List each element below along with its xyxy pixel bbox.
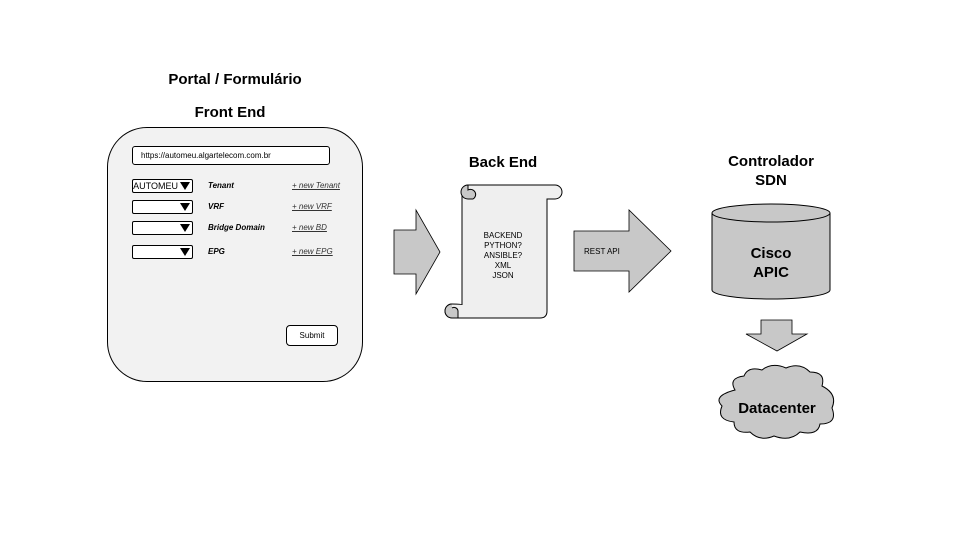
dropdown-arrow-icon bbox=[180, 224, 190, 232]
dropdown-arrow-icon bbox=[180, 203, 190, 211]
vrf-label: VRF bbox=[208, 202, 224, 211]
arrow-apic-to-datacenter bbox=[745, 319, 809, 352]
portal-title: Portal / Formulário bbox=[168, 71, 302, 88]
apic-label-line2: APIC bbox=[753, 264, 789, 281]
url-field[interactable]: https://automeu.algartelecom.com.br bbox=[132, 146, 330, 165]
backend-text: BACKEND PYTHON? ANSIBLE? XML JSON bbox=[470, 231, 536, 281]
controller-title-line2: SDN bbox=[755, 172, 787, 189]
backend-line: BACKEND bbox=[483, 231, 523, 240]
bridge-domain-select[interactable] bbox=[132, 221, 193, 235]
back-end-title: Back End bbox=[468, 154, 538, 171]
datacenter-label: Datacenter bbox=[738, 400, 816, 417]
apic-label: Cisco APIC bbox=[712, 244, 830, 282]
backend-scroll-icon bbox=[444, 184, 563, 319]
backend-line: JSON bbox=[492, 271, 514, 280]
new-tenant-link[interactable]: + new Tenant bbox=[292, 181, 340, 190]
new-bd-link[interactable]: + new BD bbox=[292, 223, 327, 232]
epg-select[interactable] bbox=[132, 245, 193, 259]
new-vrf-link[interactable]: + new VRF bbox=[292, 202, 332, 211]
datacenter-cloud-icon bbox=[718, 364, 835, 439]
controller-title-line1: Controlador bbox=[728, 153, 814, 170]
front-end-title: Front End bbox=[194, 104, 266, 121]
rest-api-arrow bbox=[573, 209, 672, 293]
arrow-frontend-to-backend bbox=[393, 208, 441, 296]
apic-label-line1: Cisco bbox=[750, 245, 792, 262]
dropdown-arrow-icon bbox=[180, 182, 190, 190]
backend-line: ANSIBLE? bbox=[483, 251, 523, 260]
epg-label: EPG bbox=[208, 247, 225, 256]
controller-title: Controlador SDN bbox=[706, 152, 836, 190]
tenant-label: Tenant bbox=[208, 181, 234, 190]
backend-line: XML bbox=[494, 261, 512, 270]
rest-api-label: REST API bbox=[584, 247, 620, 256]
apic-database-icon bbox=[711, 203, 831, 300]
new-epg-link[interactable]: + new EPG bbox=[292, 247, 333, 256]
tenant-select-value: AUTOMEU bbox=[133, 181, 178, 191]
backend-line: PYTHON? bbox=[484, 241, 522, 250]
vrf-select[interactable] bbox=[132, 200, 193, 214]
bridge-domain-label: Bridge Domain bbox=[208, 223, 265, 232]
tenant-select[interactable]: AUTOMEU bbox=[132, 179, 193, 193]
dropdown-arrow-icon bbox=[180, 248, 190, 256]
submit-button[interactable]: Submit bbox=[286, 325, 338, 346]
